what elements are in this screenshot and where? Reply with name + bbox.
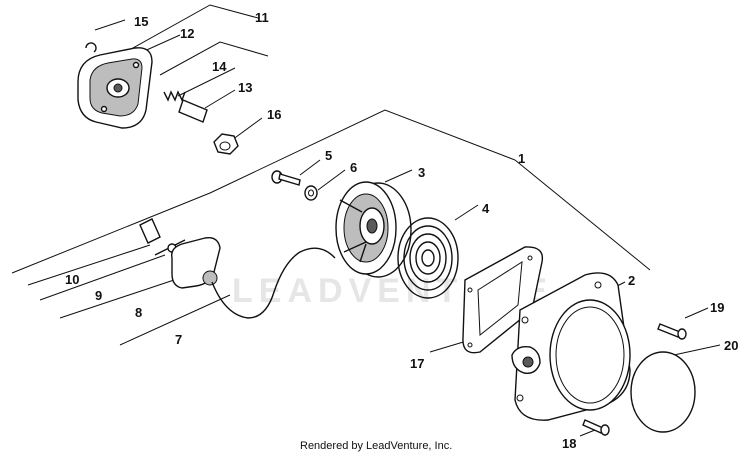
callout-18: 18: [562, 436, 576, 451]
callout-17: 17: [410, 356, 424, 371]
callout-3: 3: [418, 165, 425, 180]
pawl-part: [178, 99, 208, 123]
callout-10: 10: [65, 272, 79, 287]
callout-14: 14: [212, 59, 227, 74]
leader-6: [317, 169, 346, 191]
starter-housing-part: [511, 272, 631, 421]
leader-10: [27, 244, 151, 286]
starter-handle-part: [171, 237, 221, 289]
callout-4: 4: [482, 201, 490, 216]
retaining-clip-part: [85, 42, 97, 53]
leader-8: [59, 277, 181, 319]
bolt-18-part: [582, 419, 610, 436]
leader-9: [39, 254, 166, 301]
hex-nut-part: [213, 133, 239, 155]
callout-19: 19: [710, 300, 724, 315]
callout-8: 8: [135, 305, 142, 320]
credit-text: Rendered by LeadVenture, Inc.: [300, 440, 452, 452]
callout-20: 20: [724, 338, 738, 353]
washer-part: [304, 185, 318, 201]
leader-16: [231, 117, 263, 141]
callout-labels: 1 2 3 4 5 6 7 8 9 10 11 12 13 14 15 16 1…: [65, 10, 738, 451]
callout-12: 12: [180, 26, 194, 41]
leader-4: [454, 204, 479, 221]
leader-5: [299, 159, 321, 176]
leader-13: [204, 89, 236, 109]
callout-16: 16: [267, 107, 281, 122]
leader-15: [94, 19, 126, 31]
leader-19: [684, 307, 709, 319]
recoil-spring-part: [397, 217, 459, 299]
leader-7: [119, 294, 231, 346]
screw-part: [271, 170, 301, 186]
handle-insert-part: [139, 218, 161, 244]
handle-cover-part: [77, 47, 153, 129]
callout-15: 15: [134, 14, 148, 29]
callout-5: 5: [325, 148, 332, 163]
callout-11: 11: [255, 10, 269, 25]
leader-14: [177, 67, 236, 97]
callout-7: 7: [175, 332, 182, 347]
housing-cover-disc-part: [630, 351, 696, 433]
bracket-1: [11, 109, 516, 274]
bolt-19-part: [657, 323, 687, 340]
starter-rope-part: [211, 247, 336, 319]
rope-pulley-part: [335, 181, 412, 278]
bracket-14: [159, 41, 269, 76]
callout-2: 2: [628, 273, 635, 288]
bracket-1-right: [514, 159, 651, 271]
callout-1: 1: [518, 151, 525, 166]
callout-9: 9: [95, 288, 102, 303]
handle-spring-part: [163, 90, 186, 102]
callout-6: 6: [350, 160, 357, 175]
callout-13: 13: [238, 80, 252, 95]
leader-3: [384, 169, 413, 183]
